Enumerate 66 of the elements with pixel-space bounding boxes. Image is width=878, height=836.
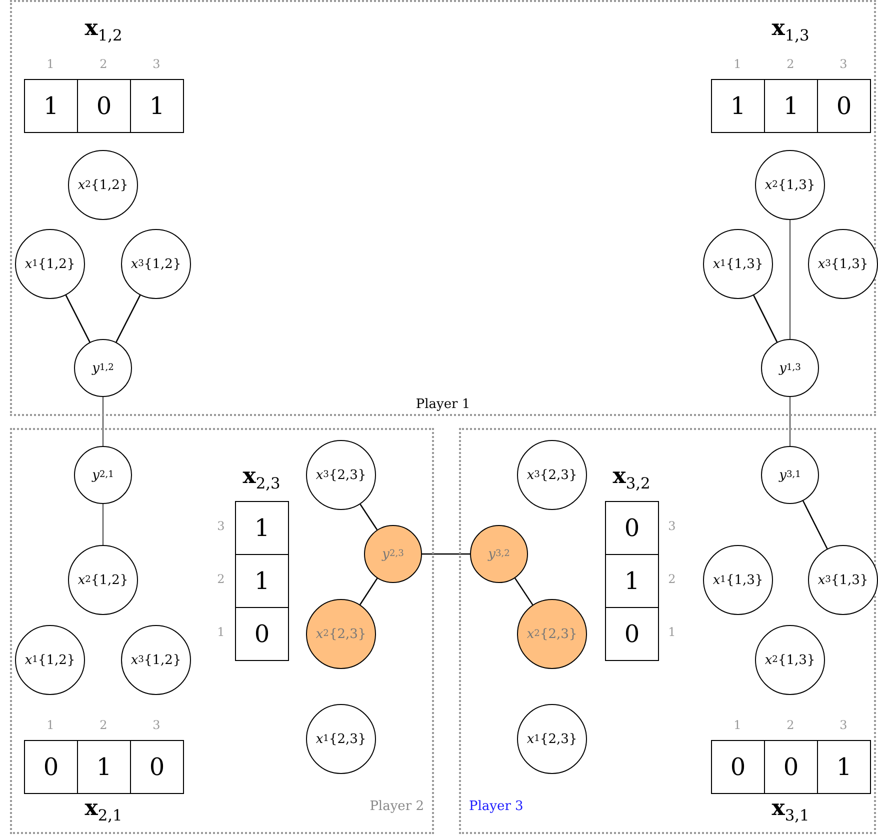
- vector-cell: 1: [817, 740, 871, 794]
- player-region: [459, 428, 876, 834]
- connector-line: [422, 553, 470, 555]
- index-label: 2: [786, 718, 796, 732]
- connector-line: [360, 504, 378, 530]
- vector-cell: 0: [130, 740, 184, 794]
- index-label: 3: [838, 57, 848, 71]
- vector-cell: 0: [711, 740, 765, 794]
- player-region: [10, 0, 876, 416]
- vector-label: x$_{3,1}$: [772, 795, 810, 824]
- connector-line: [116, 294, 141, 342]
- vector-cell: 0: [24, 740, 78, 794]
- index-label: 1: [732, 57, 742, 71]
- index-label: 3: [216, 518, 226, 532]
- index-label: 2: [216, 572, 226, 586]
- vector-label: x$_{2,3}$: [242, 463, 280, 492]
- vector-label: x$_{3,2}$: [612, 463, 650, 492]
- index-label: 2: [98, 57, 108, 71]
- vector-cell: 1: [130, 79, 184, 133]
- variable-node: y$^{1,3}$: [761, 339, 819, 397]
- vector-cell: 1: [711, 79, 765, 133]
- connector-line: [102, 504, 104, 545]
- index-label: 3: [152, 718, 162, 732]
- index-label: 2: [98, 718, 108, 732]
- connector-line: [65, 294, 90, 342]
- variable-node: y$^{1,2}$: [74, 339, 132, 397]
- index-label: 3: [152, 57, 162, 71]
- index-label: 1: [46, 718, 56, 732]
- vector-cell: 1: [235, 501, 289, 555]
- index-label: 2: [786, 57, 796, 71]
- connector-line: [753, 295, 778, 342]
- index-label: 1: [46, 57, 56, 71]
- region-label: Player 1: [416, 397, 470, 412]
- connector-line: [789, 220, 791, 339]
- index-label: 1: [732, 718, 742, 732]
- connector-line: [514, 578, 534, 606]
- vector-cell: 1: [235, 554, 289, 608]
- index-label: 3: [838, 718, 848, 732]
- connector-line: [360, 578, 378, 605]
- vector-label: x$_{2,1}$: [84, 795, 122, 824]
- region-label: Player 3: [469, 799, 524, 814]
- index-label: 2: [667, 572, 677, 586]
- vector-cell: 1: [605, 554, 659, 608]
- variable-node: y$^{3,1}$: [761, 446, 819, 504]
- vector-label: x$_{1,3}$: [772, 15, 810, 44]
- variable-node: y$^{2,1}$: [74, 446, 132, 504]
- highlighted-variable-node: y$^{2,3}$: [364, 525, 422, 583]
- index-label: 1: [216, 624, 226, 638]
- highlighted-variable-node: y$^{3,2}$: [470, 525, 528, 583]
- vector-label: x$_{1,2}$: [84, 15, 122, 44]
- vector-cell: 0: [817, 79, 871, 133]
- vector-cell: 1: [77, 740, 131, 794]
- index-label: 1: [667, 624, 677, 638]
- connector-line: [789, 397, 791, 446]
- region-label: Player 2: [370, 799, 424, 814]
- connector-line: [802, 500, 828, 550]
- index-label: 3: [667, 518, 677, 532]
- vector-cell: 0: [764, 740, 818, 794]
- vector-cell: 1: [24, 79, 78, 133]
- vector-cell: 0: [77, 79, 131, 133]
- vector-cell: 0: [235, 607, 289, 661]
- vector-cell: 1: [764, 79, 818, 133]
- vector-cell: 0: [605, 501, 659, 555]
- vector-cell: 0: [605, 607, 659, 661]
- player-region: [10, 428, 434, 834]
- connector-line: [102, 397, 104, 446]
